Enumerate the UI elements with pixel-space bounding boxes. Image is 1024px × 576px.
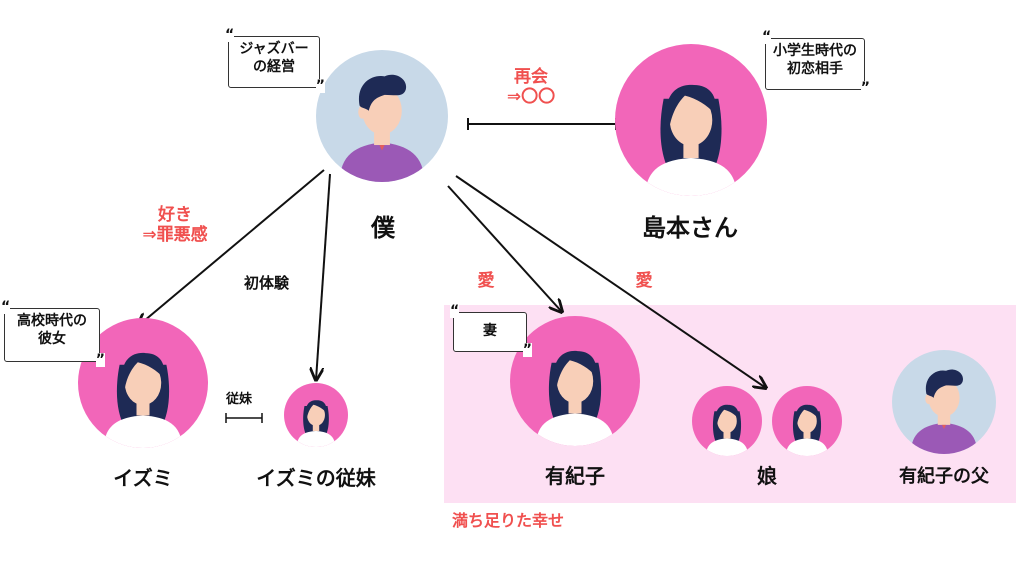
izumi-note-line1: 高校時代の [17,313,87,329]
man-icon [892,350,996,454]
izumi-cousin-avatar [284,383,348,447]
yukiko-name: 有紀子 [545,464,605,488]
boku-note-line1: ジャズバー [239,41,309,57]
izumi-relation-line1: 好き [158,205,192,225]
izumi-note: “ 高校時代の 彼女 ” [1,300,105,367]
shimamoto-note-line2: 初恋相手 [787,60,843,77]
izumi-note-line2: 彼女 [38,330,66,347]
arrow-boku-izumi [138,169,325,326]
love-daughters-label: 愛 [635,271,653,291]
boku-note-line2: の経営 [253,58,295,75]
close-quote-mark: ” [315,78,325,94]
close-quote-mark: ” [95,352,105,368]
yukiko-avatar [510,316,640,446]
daughters-name: 娘 [757,464,777,488]
open-quote-mark: “ [762,29,772,45]
man-icon [316,50,448,182]
arrow-boku-cousin [316,173,331,380]
shimamoto-avatar [615,44,767,196]
shimamoto-note-line1: 小学生時代の [773,43,857,59]
izumi-cousin-name: イズミの従妹 [256,466,376,490]
open-quote-mark: “ [1,299,11,315]
woman-icon [692,386,762,456]
izumi-relation-line2: ⇒罪悪感 [142,224,208,245]
woman-icon [772,386,842,456]
cousin-label: 従妹 [226,392,253,407]
first-experience-label: 初体験 [244,274,290,292]
yukiko-father-avatar [892,350,996,454]
boku-name: 僕 [371,214,395,242]
close-quote-mark: ” [860,80,870,96]
woman-icon [510,316,640,446]
reunion-line2: ⇒〇〇 [506,86,556,107]
open-quote-mark: “ [450,303,460,319]
izumi-relation-label: 好き ⇒罪悪感 [120,205,230,245]
boku-avatar [316,50,448,182]
yukiko-note-text: 妻 [483,323,497,339]
close-quote-mark: ” [522,342,532,358]
woman-icon [284,383,348,447]
open-quote-mark: “ [225,27,235,43]
woman-icon [615,44,767,196]
daughter-2-avatar [772,386,842,456]
yukiko-note: “ 妻 ” [450,304,532,357]
boku-note: “ ジャズバー の経営 ” [225,28,325,93]
arrow-boku-yukiko [447,185,562,312]
reunion-line1: 再会 [514,67,548,87]
family-caption: 満ち足りた幸せ [452,511,565,530]
yukiko-father-name: 有紀子の父 [899,466,989,487]
shimamoto-name: 島本さん [642,214,738,242]
love-wife-label: 愛 [477,271,495,291]
daughter-1-avatar [692,386,762,456]
izumi-name: イズミ [113,466,173,490]
reunion-label: 再会 ⇒〇〇 [496,67,566,107]
shimamoto-note: “ 小学生時代の 初恋相手 ” [762,30,870,95]
